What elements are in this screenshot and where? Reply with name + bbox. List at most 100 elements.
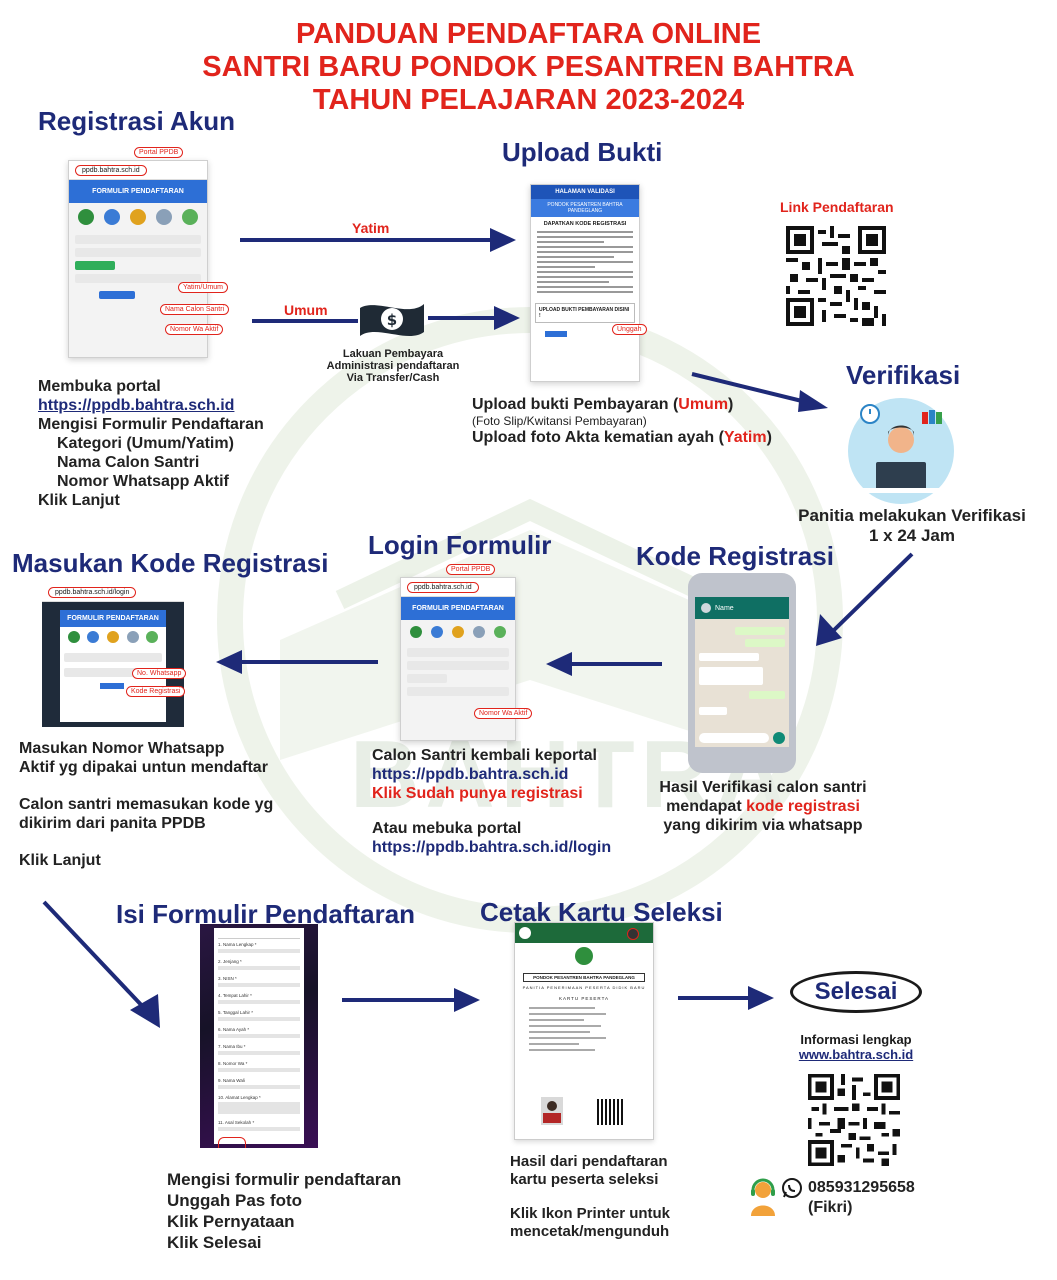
qr-code-pendaftaran[interactable] — [786, 226, 886, 326]
upload-caption: Upload bukti Pembayaran (Umum) (Foto Sli… — [472, 395, 792, 447]
verifikasi-caption: Panitia melakukan Verifikasi 1 x 24 Jam — [770, 506, 1054, 546]
step-item-3: Nomor Whatsapp Aktif — [57, 473, 229, 490]
contact-name: (Fikri) — [808, 1199, 853, 1216]
portal-link[interactable]: https://ppdb.bahtra.sch.id — [38, 397, 235, 414]
validasi-subhead: PONDOK PESANTREN BAHTRA PANDEGLANG — [531, 199, 639, 217]
masukan-line-5: Klik Lanjut — [19, 852, 101, 869]
cetak-caption: Hasil dari pendaftaran kartu peserta sel… — [510, 1153, 750, 1241]
masukan-annot-kode: Kode Registrasi — [126, 686, 186, 697]
website-link[interactable]: www.bahtra.sch.id — [798, 1047, 914, 1062]
form-field-2: 2. Jenjang * — [218, 959, 242, 964]
avatar — [701, 603, 711, 613]
info-block: Informasi lengkap www.bahtra.sch.id — [776, 1032, 936, 1062]
form-header: FORMULIR PENDAFTARAN — [69, 180, 207, 203]
masukan-heading: Masukan Kode Registrasi — [12, 548, 329, 578]
lanjut-button — [99, 291, 135, 299]
validasi-title: DAPATKAN KODE REGISTRASI — [543, 221, 627, 227]
login-url-bar: ppdb.bahtra.sch.id — [401, 578, 515, 597]
isi-line-3: Klik Pernyataan — [167, 1212, 295, 1231]
arrow-to-selesai — [678, 986, 774, 1010]
isi-line-1: Mengisi formulir pendaftaran — [167, 1170, 402, 1189]
payment-caption: Lakuan Pembayara Administrasi pendaftara… — [318, 348, 468, 384]
arrow-yatim — [240, 228, 516, 252]
arrow-to-verifikasi — [691, 372, 828, 412]
kartu-logo — [575, 947, 593, 965]
login-link-1[interactable]: https://ppdb.bahtra.sch.id — [372, 766, 569, 783]
kartu-qr — [597, 1099, 623, 1125]
annot-nama: Nama Calon Santri — [160, 304, 230, 315]
whatsapp-icon[interactable] — [782, 1178, 802, 1203]
kode-line-1: Hasil Verifikasi calon santri — [659, 779, 867, 796]
kartu-screenshot: PONDOK PESANTREN BAHTRA PANDEGLANG PANIT… — [514, 922, 654, 1140]
verifikasi-illustration — [848, 398, 954, 504]
isi-form: 1. Nama Lengkap * 2. Jenjang * 3. NISN *… — [214, 928, 304, 1148]
isi-screenshot: 1. Nama Lengkap * 2. Jenjang * 3. NISN *… — [200, 924, 318, 1148]
phone-number: 085931295658 — [808, 1179, 915, 1196]
qr-code-website[interactable] — [808, 1074, 900, 1166]
link-pendaftaran-label: Link Pendaftaran — [780, 199, 894, 215]
arrow-umum-1 — [252, 319, 358, 323]
step-item-2: Nama Calon Santri — [57, 454, 200, 471]
payment-line-2: Administrasi pendaftaran — [326, 360, 460, 372]
annot-portal: Portal PPDB — [134, 147, 184, 158]
validasi-head: HALAMAN VALIDASI — [531, 185, 639, 199]
selesai-badge: Selesai — [790, 971, 922, 1013]
whatsapp-phone: Name — [688, 573, 796, 773]
form-field-4: 4. Tempat Lahir * — [218, 993, 252, 998]
annot-unggah: Unggah — [612, 324, 647, 335]
verifikasi-heading: Verifikasi — [846, 360, 961, 390]
masukan-form-header: FORMULIR PENDAFTARAN — [60, 610, 166, 627]
form-field-7: 7. Nama Ibu * — [218, 1044, 246, 1049]
masukan-category-icons — [60, 627, 166, 647]
annot-kategori: Yatim/Umum — [178, 282, 228, 293]
verifikasi-line-1: Panitia melakukan Verifikasi — [798, 506, 1026, 525]
selesai-label: Selesai — [814, 978, 898, 1005]
chat-name: Name — [715, 604, 734, 612]
title-line-2: SANTRI BARU PONDOK PESANTREN BAHTRA — [202, 51, 855, 83]
printer-icon[interactable] — [627, 928, 639, 940]
yatim-label: Yatim — [352, 220, 390, 236]
title-line-1: PANDUAN PENDAFTARA ONLINE — [295, 18, 762, 50]
url-text: ppdb.bahtra.sch.id — [75, 164, 147, 176]
kartu-topbar — [515, 923, 653, 943]
cetak-line-3: Klik Ikon Printer untuk — [510, 1205, 671, 1222]
annot-wa: Nomor Wa Aktif — [165, 324, 224, 335]
masukan-line-1: Masukan Nomor Whatsapp — [19, 740, 225, 757]
form-field-6: 6. Nama Ayah * — [218, 1027, 250, 1032]
arrow-to-login — [546, 652, 662, 676]
cetak-line-1: Hasil dari pendaftaran — [510, 1153, 668, 1170]
title-line-3: TAHUN PELAJARAN 2023-2024 — [312, 84, 745, 116]
step-line-3: Klik Lanjut — [38, 492, 120, 509]
masukan-url-text: ppdb.bahtra.sch.id/login — [48, 586, 137, 598]
isi-line-4: Klik Selesai — [167, 1233, 262, 1252]
login-link-2[interactable]: https://ppdb.bahtra.sch.id/login — [372, 839, 612, 856]
step-line-1: Membuka portal — [38, 378, 161, 395]
login-line-1: Calon Santri kembali keportal — [372, 747, 597, 764]
masukan-line-4: dikirim dari panita PPDB — [19, 815, 206, 832]
page-title: PANDUAN PENDAFTARA ONLINE SANTRI BARU PO… — [0, 18, 1057, 117]
headset-icon — [748, 1178, 778, 1221]
kartu-sub: PANITIA PENERIMAAN PESERTA DIDIK BARU — [522, 985, 646, 990]
login-annot-wa: Nomor Wa Aktif — [474, 708, 533, 719]
cetak-line-2: kartu peserta seleksi — [510, 1171, 659, 1188]
pas-foto — [541, 1097, 563, 1125]
kode-line-3: yang dikirim via whatsapp — [663, 817, 863, 834]
kartu-head: PONDOK PESANTREN BAHTRA PANDEGLANG — [523, 973, 645, 982]
arrow-umum-2 — [428, 306, 520, 330]
verifikasi-line-2: 1 x 24 Jam — [868, 526, 955, 545]
kode-line-2: mendapat kode registrasi — [666, 798, 860, 815]
login-caption: Calon Santri kembali keportal https://pp… — [372, 746, 672, 857]
upload-submit — [545, 331, 567, 337]
upload-line-1: Upload bukti Pembayaran (Umum) — [472, 396, 734, 413]
isi-caption: Mengisi formulir pendaftaran Unggah Pas … — [167, 1169, 467, 1253]
umum-label: Umum — [284, 302, 328, 318]
kode-caption: Hasil Verifikasi calon santri mendapat k… — [648, 778, 878, 835]
form-field-3: 3. NISN * — [218, 976, 237, 981]
arrow-to-masukan — [216, 650, 378, 674]
form-field-9: 9. Nama Wali — [218, 1078, 245, 1083]
category-icons — [69, 203, 207, 231]
login-category-icons — [401, 620, 515, 644]
form-field-11: 11. Asal Sekolah * — [218, 1120, 255, 1125]
form-field-10: 10. Alamat Lengkap * — [218, 1095, 261, 1100]
isi-form-header — [218, 930, 300, 939]
